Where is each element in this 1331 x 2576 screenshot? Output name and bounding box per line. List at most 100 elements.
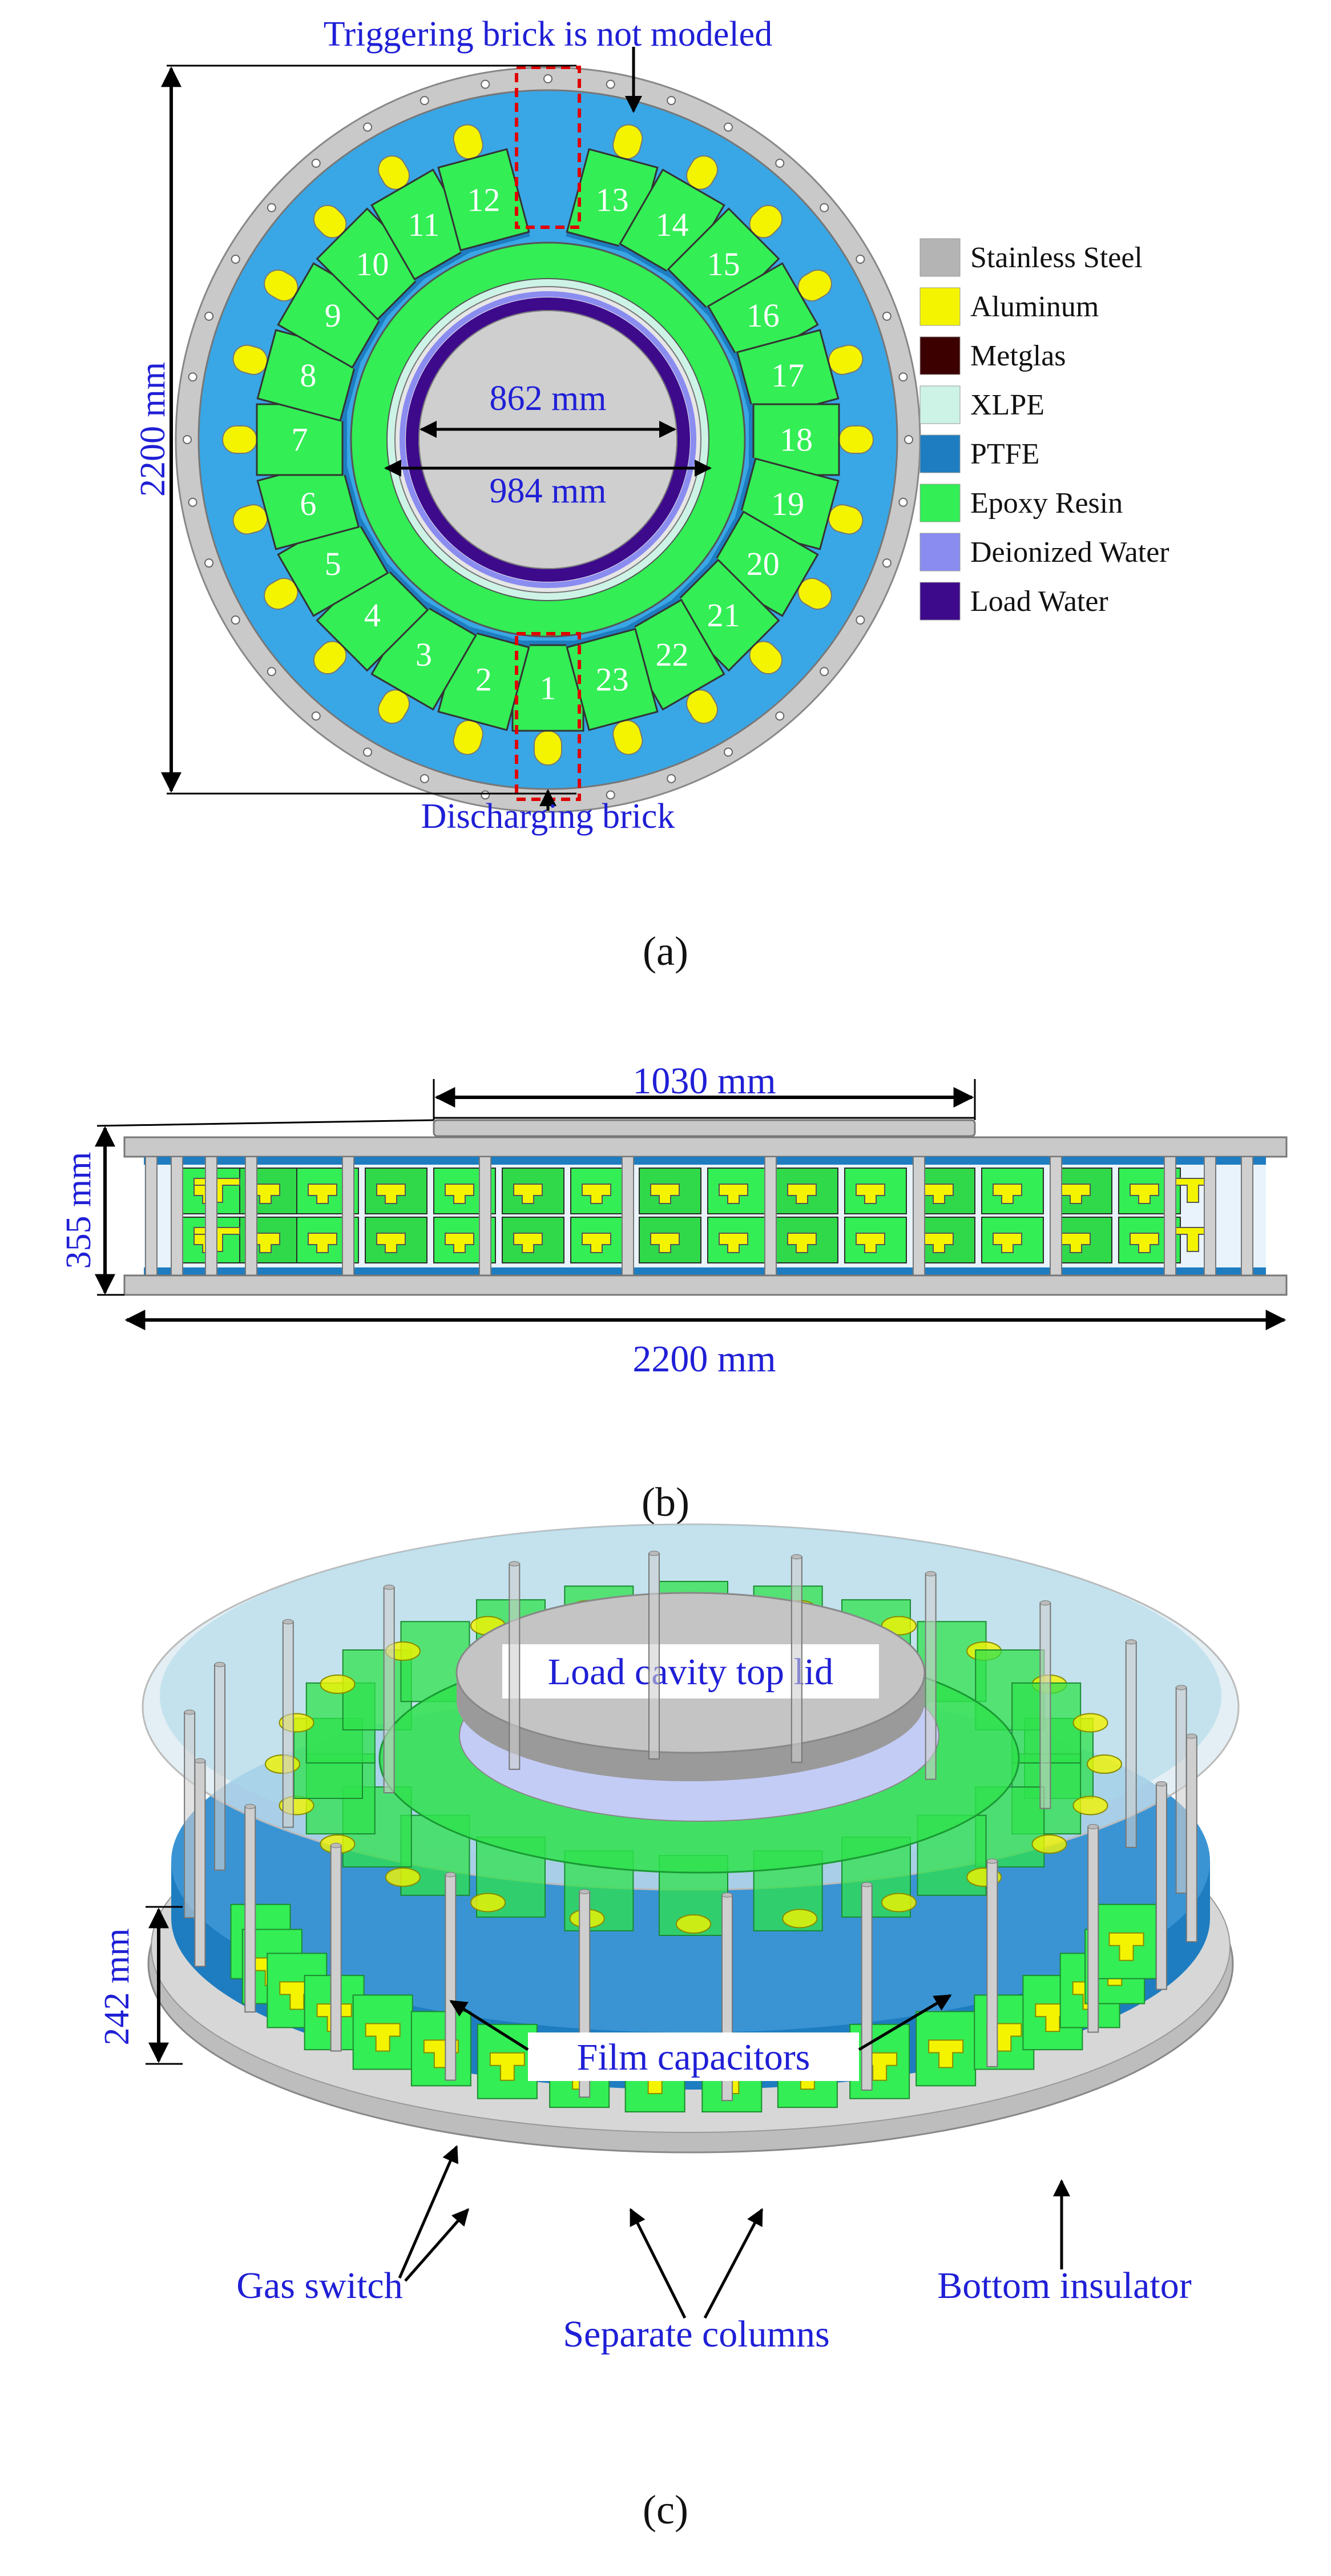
brick-number: 22 <box>656 636 689 673</box>
side-switch <box>582 1184 611 1204</box>
separate-columns-label: Separate columns <box>563 2313 829 2355</box>
side-switch <box>445 1184 474 1204</box>
gas-arrow-2 <box>404 2208 469 2282</box>
column-3d <box>986 1860 998 2067</box>
bolt-hole <box>188 372 197 382</box>
column-3d <box>790 1556 802 1763</box>
upper-gas-switch <box>1072 1713 1108 1733</box>
dim-label-2200-a: 2200 mm <box>134 362 172 497</box>
separate-column <box>764 1156 777 1276</box>
side-switch <box>376 1233 406 1253</box>
column-3d <box>330 1845 342 2052</box>
column-cap <box>648 1551 660 1556</box>
side-switch <box>650 1184 680 1204</box>
column-cap <box>721 1892 733 1898</box>
capacitor-brick <box>665 204 783 323</box>
brick-number: 21 <box>707 597 740 634</box>
material-legend: Stainless SteelAluminumMetglasXLPEPTFEEp… <box>919 238 1169 621</box>
film-arrow-right <box>858 1994 952 2051</box>
lid-label-bg <box>502 1644 879 1698</box>
separate-column <box>1050 1156 1062 1276</box>
column-3d <box>509 1563 521 1770</box>
triggering-label: Triggering brick is not modeled <box>324 15 772 54</box>
panel-a-label: (a) <box>643 928 688 974</box>
side-switch <box>719 1233 748 1253</box>
side-switch <box>308 1184 337 1204</box>
column-cap <box>1186 1733 1197 1739</box>
epoxy-brick-body <box>437 148 530 252</box>
side-brick <box>365 1217 427 1263</box>
separate-column <box>245 1156 257 1276</box>
upper-gas-switch <box>881 1893 917 1913</box>
column-cap <box>330 1842 342 1848</box>
lower-gas-switch <box>365 2023 401 2052</box>
bolt-hole <box>311 711 321 721</box>
capacitor-brick <box>370 595 478 724</box>
bolt-hole <box>820 203 829 212</box>
triggering-brick-box <box>515 66 581 229</box>
side-switch <box>856 1233 885 1253</box>
ptfe-strip <box>414 595 478 635</box>
side-switch <box>993 1184 1022 1204</box>
bolt-hole <box>420 96 429 106</box>
column-cap <box>244 1804 256 1809</box>
brick-number: 23 <box>596 661 629 698</box>
bolt-hole <box>543 74 552 83</box>
lid-label: Load cavity top lid <box>548 1651 833 1693</box>
brick-number: 13 <box>596 181 629 218</box>
column-3d <box>184 1712 196 1919</box>
capacitor-brick <box>264 262 392 370</box>
column-cap <box>791 1554 802 1560</box>
column-cap <box>384 1584 395 1590</box>
bolt-hole <box>904 435 913 444</box>
capacitor-brick <box>618 155 725 284</box>
legend-swatch <box>919 385 961 424</box>
legend-label: Deionized Water <box>970 536 1169 569</box>
side-switch <box>513 1233 543 1253</box>
side-switch <box>787 1233 817 1253</box>
capacitor-brick <box>704 509 832 617</box>
brick-number: 14 <box>656 206 689 243</box>
top-plate <box>123 1136 1288 1158</box>
column-3d <box>1039 1602 1051 1809</box>
dim-label-2200-b: 2200 mm <box>632 1338 776 1380</box>
discharging-label: Discharging brick <box>421 797 675 836</box>
lower-gas-switch <box>1108 1932 1144 1961</box>
column-cap <box>445 1872 456 1878</box>
column-3d <box>383 1587 395 1794</box>
bolt-hole <box>724 122 733 132</box>
bolt-holes <box>183 74 913 805</box>
bolt-hole <box>882 311 892 321</box>
bolt-hole <box>231 615 240 625</box>
brick-number: 16 <box>747 297 780 334</box>
bolt-hole <box>267 667 276 677</box>
column-3d <box>648 1552 660 1760</box>
ptfe-strip <box>704 509 744 573</box>
brick-number: 6 <box>300 485 316 522</box>
panel-c-3d-view: Load cavity top lid 242 mm Film capacito… <box>98 1523 1240 2533</box>
bolt-hole <box>481 79 490 89</box>
side-switch <box>856 1184 885 1204</box>
column-3d <box>1185 1735 1197 1942</box>
separate-column <box>1204 1156 1216 1276</box>
brick-number: 7 <box>292 421 308 458</box>
separate-column <box>479 1156 491 1276</box>
bolt-hole <box>204 558 214 568</box>
legend-label: Epoxy Resin <box>970 487 1123 520</box>
bolt-hole <box>420 774 429 783</box>
brick-number: 9 <box>325 297 341 334</box>
side-switch <box>924 1184 954 1204</box>
bolt-hole <box>311 158 321 168</box>
ptfe-strip <box>460 232 530 255</box>
upper-gas-switch <box>385 1867 421 1887</box>
legend-swatch <box>919 582 961 621</box>
panel-c-label: (c) <box>643 2487 688 2533</box>
bolt-hole <box>882 558 892 568</box>
column-cap <box>283 1619 294 1625</box>
column-3d <box>445 1874 457 2081</box>
column-cap <box>986 1858 998 1864</box>
upper-gas-switch <box>676 1914 711 1934</box>
bottom-insulator-label: Bottom insulator <box>937 2265 1192 2307</box>
column-3d <box>194 1760 206 1967</box>
